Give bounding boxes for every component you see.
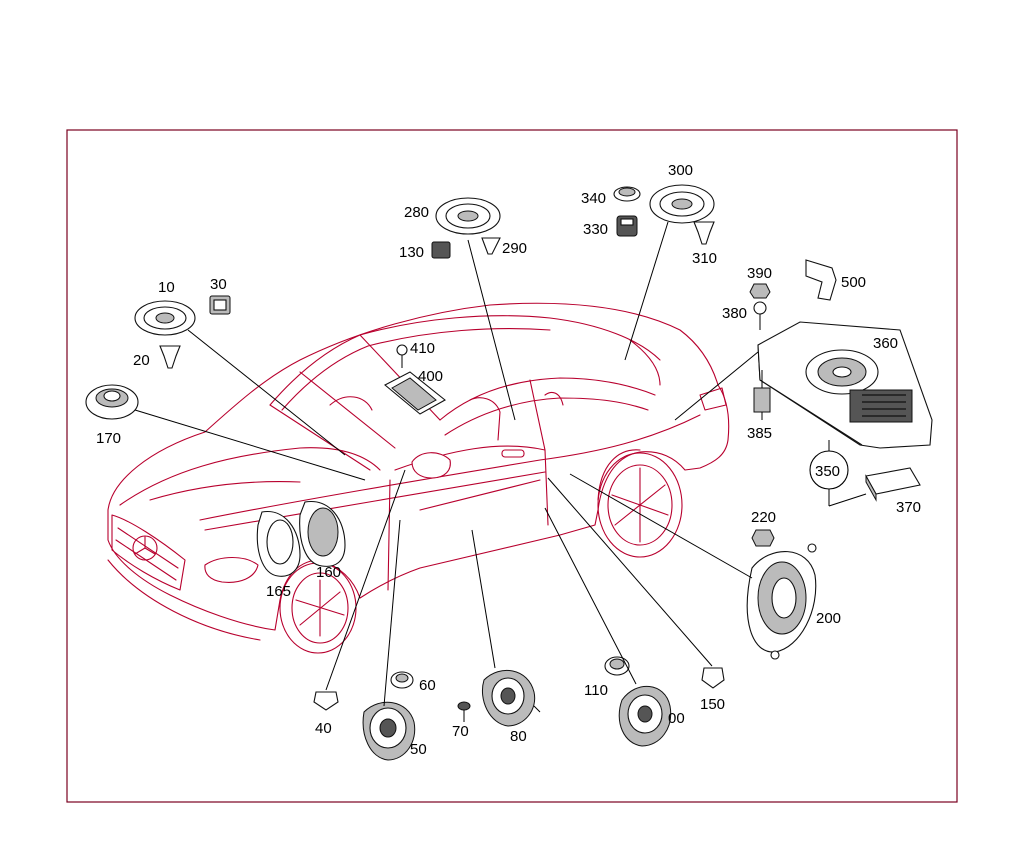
part-330-connector xyxy=(616,215,638,237)
callout-300: 300 xyxy=(668,162,693,179)
part-280-speaker xyxy=(435,197,501,235)
callout-385: 385 xyxy=(747,425,772,442)
part-170-speaker xyxy=(85,384,139,420)
callout-200: 200 xyxy=(816,610,841,627)
part-160-speaker-grille xyxy=(299,501,346,567)
callout-500: 500 xyxy=(841,274,866,291)
part-380-screw xyxy=(753,301,767,330)
part-220-nut xyxy=(751,529,775,547)
part-500-bracket xyxy=(805,259,837,301)
part-30-connector xyxy=(209,295,231,315)
car-illustration xyxy=(107,302,730,654)
callout-60: 60 xyxy=(419,677,436,694)
part-370-amplifier-module xyxy=(865,467,921,502)
callout-350: 350 xyxy=(815,463,840,480)
callout-220: 220 xyxy=(751,509,776,526)
part-80-speaker xyxy=(482,670,541,727)
part-165-speaker-grille xyxy=(256,511,301,577)
part-290-clip xyxy=(481,237,501,255)
callout-70: 70 xyxy=(452,723,469,740)
callout-165: 165 xyxy=(266,583,291,600)
callout-20: 20 xyxy=(133,352,150,369)
callout-labels: 10 20 30 40 50 60 70 80 00 110 130 150 1… xyxy=(96,162,921,758)
callout-330: 330 xyxy=(583,221,608,238)
callout-280: 280 xyxy=(404,204,429,221)
callout-310: 310 xyxy=(692,250,717,267)
part-100-speaker xyxy=(618,685,672,747)
callout-130: 130 xyxy=(399,244,424,261)
part-340-connector xyxy=(613,186,641,202)
part-10-speaker xyxy=(134,300,196,336)
callout-10: 10 xyxy=(158,279,175,296)
callout-290: 290 xyxy=(502,240,527,257)
part-360-subwoofer-amplifier xyxy=(757,321,933,449)
callout-80: 80 xyxy=(510,728,527,745)
leader-lines xyxy=(134,221,759,707)
part-350-group xyxy=(809,440,867,507)
part-390-nut xyxy=(749,283,771,299)
callout-370: 370 xyxy=(896,499,921,516)
part-410-screw xyxy=(396,344,408,368)
callout-40: 40 xyxy=(315,720,332,737)
callout-110: 110 xyxy=(584,682,608,699)
part-300-speaker xyxy=(649,184,715,224)
callout-160: 160 xyxy=(316,564,341,581)
part-310-clip xyxy=(693,221,715,245)
part-150-clip xyxy=(701,667,725,689)
callout-30: 30 xyxy=(210,276,227,293)
part-50-speaker xyxy=(362,701,416,761)
callout-380: 380 xyxy=(722,305,747,322)
callout-400: 400 xyxy=(418,368,443,385)
callout-50: 50 xyxy=(410,741,427,758)
part-40-clip xyxy=(313,691,339,711)
diagram-frame xyxy=(66,129,958,803)
callout-100: 00 xyxy=(668,710,685,727)
callout-410: 410 xyxy=(410,340,435,357)
part-70-screw xyxy=(457,701,471,722)
part-400-center-speaker xyxy=(384,371,446,415)
callout-150: 150 xyxy=(700,696,725,713)
part-60-grommet xyxy=(390,671,414,689)
part-385-spacer-bolt xyxy=(753,370,771,420)
callout-360: 360 xyxy=(873,335,898,352)
callout-340: 340 xyxy=(581,190,606,207)
part-20-clip xyxy=(159,345,181,369)
callout-170: 170 xyxy=(96,430,121,447)
part-200-speaker xyxy=(746,543,817,660)
callout-390: 390 xyxy=(747,265,772,282)
part-110-grommet xyxy=(604,656,630,676)
part-130-connector xyxy=(431,241,451,259)
